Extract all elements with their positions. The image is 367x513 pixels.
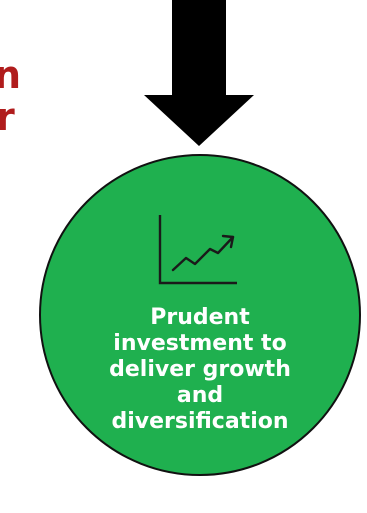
down-arrow xyxy=(144,0,254,146)
trend-chart-icon xyxy=(158,215,237,285)
outcome-label: Prudent investment to deliver growth and… xyxy=(109,305,291,434)
outcome-node xyxy=(39,154,361,476)
left-text-fragment-1: n xyxy=(0,53,22,97)
left-text-fragment-2: r xyxy=(0,95,15,139)
